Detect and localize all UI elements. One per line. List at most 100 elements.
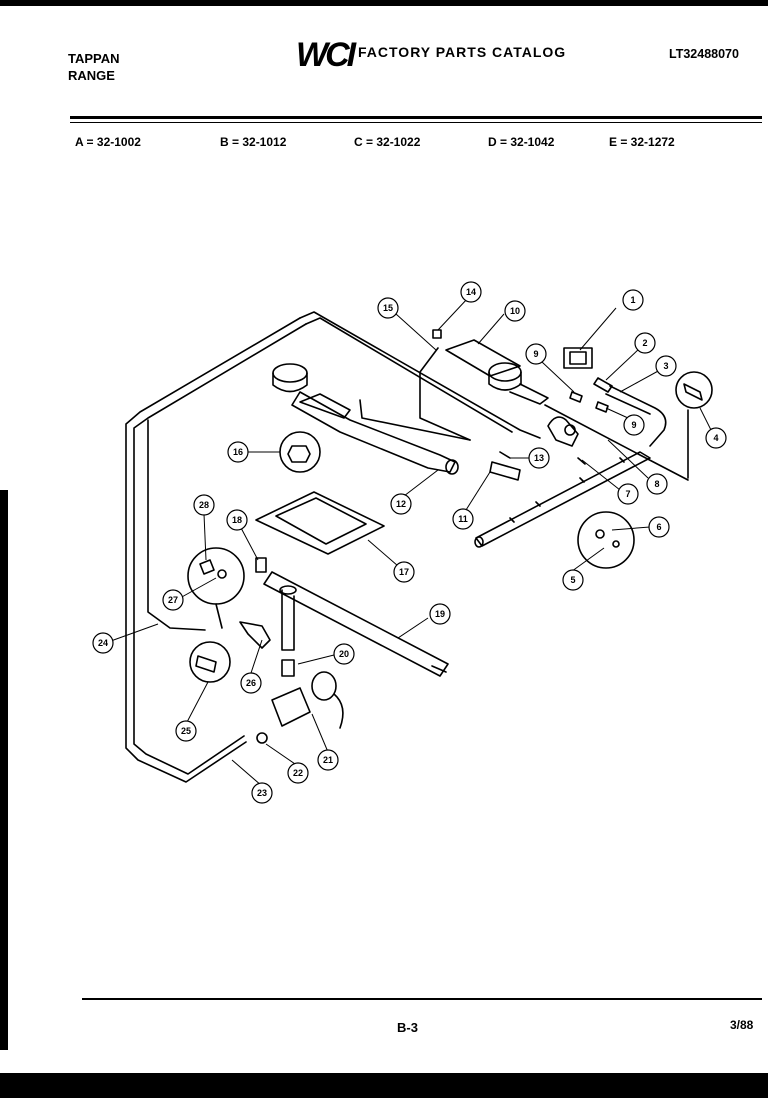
variant-e: E = 32-1272 [609,135,675,149]
manifold-ports [509,457,625,523]
callout-16: 16 [227,441,249,463]
header-rule [70,116,762,119]
valve-assembly [547,416,579,447]
svg-text:12: 12 [396,499,406,509]
part-1-control [563,347,593,369]
footer-rule [82,998,762,1000]
svg-text:3: 3 [663,361,668,371]
callout-12: 12 [390,493,412,515]
variant-a: A = 32-1002 [75,135,141,149]
svg-text:2: 2 [642,338,647,348]
brand-line-1: TAPPAN [68,51,120,66]
svg-text:23: 23 [257,788,267,798]
callout-17: 17 [393,561,415,583]
burner-left-cap [272,363,308,383]
callout-25: 25 [175,720,197,742]
bottom-border [0,1073,768,1098]
part-21-thermostat-dial [311,671,337,701]
part-16-nut [287,445,311,463]
callout-18: 18 [226,509,248,531]
part-16-detail-circle [279,431,321,473]
callout-9a: 9 [525,343,547,365]
part-7-screw [577,457,586,465]
part-27-fitting [217,569,227,579]
svg-text:13: 13 [534,453,544,463]
burner-left-body [272,372,308,393]
svg-text:4: 4 [713,433,718,443]
part-14-clip [432,329,442,339]
callout-9b: 9 [623,414,645,436]
wci-logo: WCI [296,36,356,74]
callout-22: 22 [287,762,309,784]
svg-text:14: 14 [466,287,476,297]
brand-line-2: RANGE [68,68,115,83]
svg-text:19: 19 [435,609,445,619]
svg-text:21: 21 [323,755,333,765]
model-number: LT32488070 [669,47,739,61]
part-15-wire [419,347,471,441]
variant-b: B = 32-1012 [220,135,287,149]
part-9-fitting-a [569,391,583,403]
part-12-burner-tube [291,391,456,473]
callout-5: 5 [562,569,584,591]
callout-13: 13 [528,447,550,469]
svg-text:22: 22 [293,768,303,778]
callout-6: 6 [648,516,670,538]
callout-2: 2 [634,332,656,354]
part-13-screw [499,451,511,459]
callout-11: 11 [452,508,474,530]
svg-text:16: 16 [233,447,243,457]
svg-text:27: 27 [168,595,178,605]
svg-text:7: 7 [625,489,630,499]
variant-d: D = 32-1042 [488,135,555,149]
part-4-orifice [683,383,703,401]
part-20-orifice [281,659,295,677]
header-rule-thin [70,122,762,123]
svg-text:10: 10 [510,306,520,316]
callout-10: 10 [504,300,526,322]
part-17-tray-inner [275,497,367,545]
callout-1: 1 [622,289,644,311]
part-19-bar [263,571,449,677]
part-10-bracket [445,339,521,377]
burner-right-cap [488,362,522,382]
svg-text:8: 8 [654,479,659,489]
part-11-valve [489,461,521,481]
part-21-valve [271,687,311,727]
callout-21: 21 [317,749,339,771]
scan-edge-mark [0,490,8,1050]
part-25-detail-circle [189,641,231,683]
svg-text:20: 20 [339,649,349,659]
manifold-pipe [475,451,651,547]
part-22-fitting [256,732,268,744]
part-17-tray [255,491,385,555]
callout-24: 24 [92,632,114,654]
part-24-tube [125,317,301,783]
callout-28: 28 [193,494,215,516]
part-27-detail-circle [187,547,245,605]
part-28-fitting [199,559,215,575]
valve-knob-hub [564,424,576,436]
svg-text:5: 5 [570,575,575,585]
callout-23: 23 [251,782,273,804]
part-2-fitting [593,377,613,393]
callout-8: 8 [646,473,668,495]
part-8-tube [544,404,689,481]
callout-26: 26 [240,672,262,694]
part-5-fitting [612,540,620,548]
wire-lead [359,399,471,441]
leader-27-down [215,603,223,629]
callout-20: 20 [333,643,355,665]
part-9-fitting-b [595,401,609,413]
callout-14: 14 [460,281,482,303]
tube-to-valve [147,419,206,631]
callout-15: 15 [377,297,399,319]
svg-text:24: 24 [98,638,108,648]
svg-text:28: 28 [199,500,209,510]
manifold-pipe-end [474,536,484,548]
callout-19: 19 [429,603,451,625]
callout-set: 1 2 3 4 5 6 7 8 9 9 10 11 12 13 14 15 16… [92,281,727,804]
part-18-bracket [255,557,267,573]
svg-text:11: 11 [458,514,468,524]
